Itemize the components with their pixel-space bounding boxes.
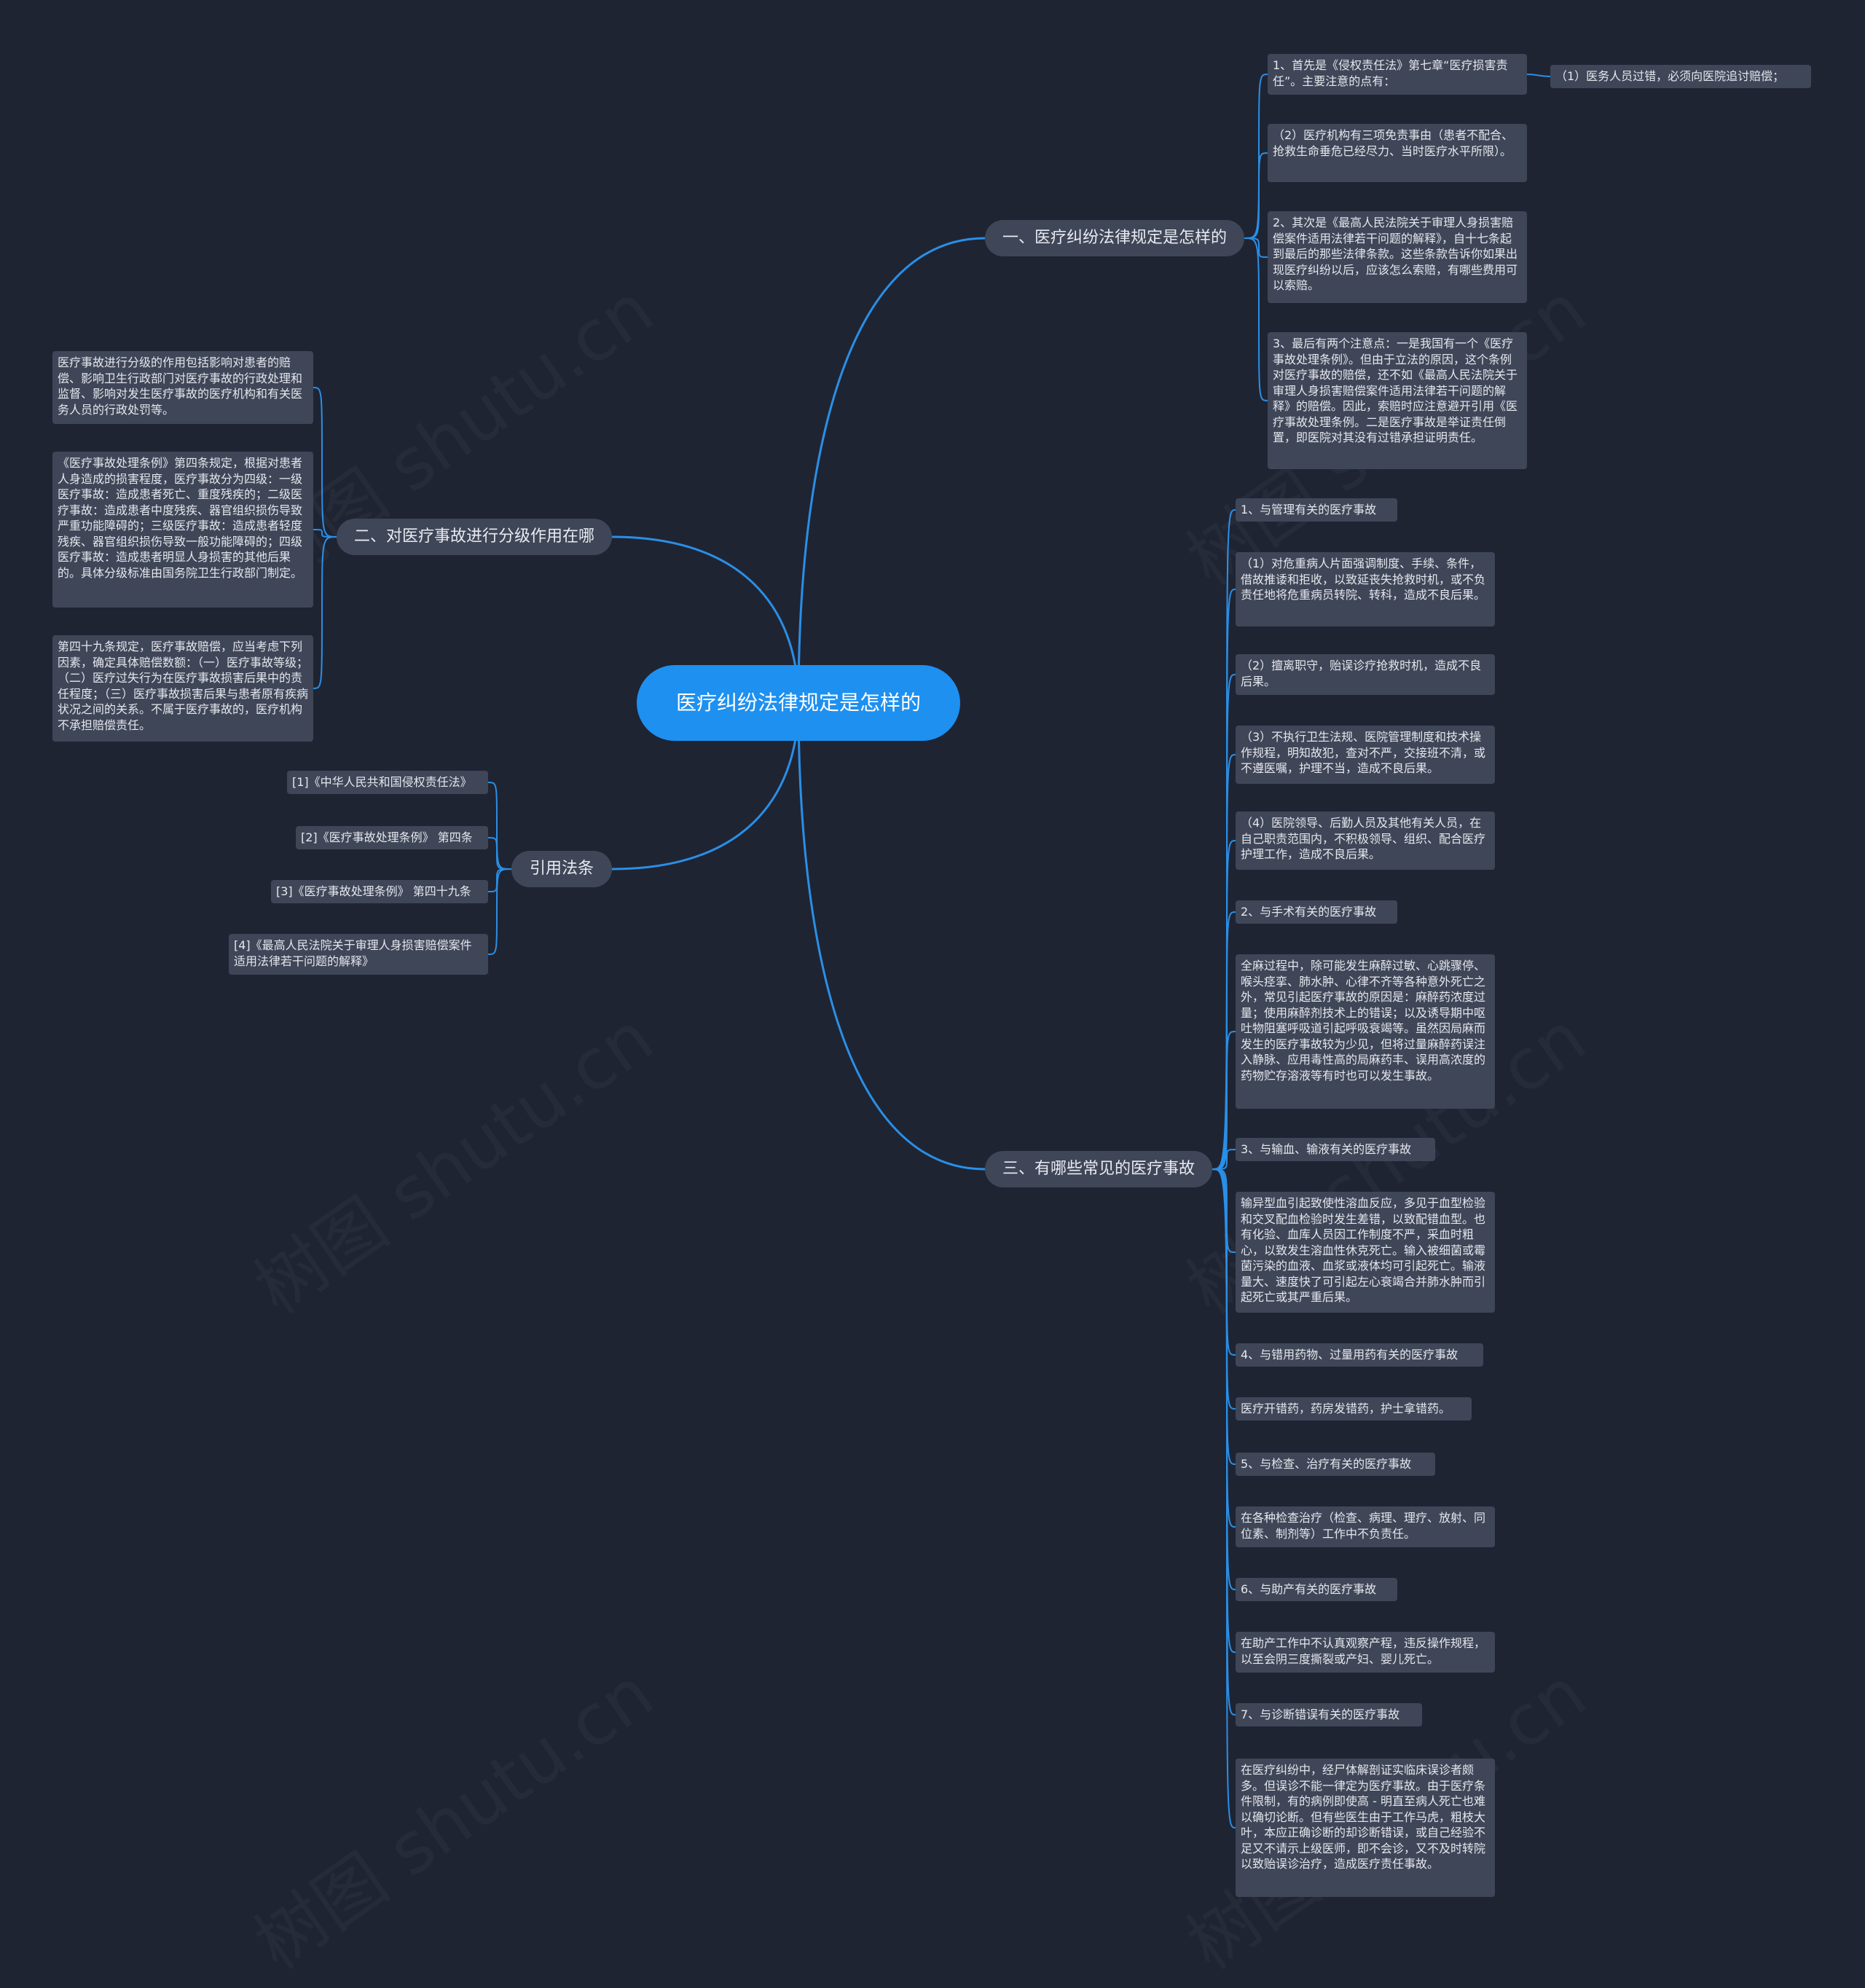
branch-legal-provisions[interactable]: 一、医疗纠纷法律规定是怎样的 xyxy=(985,220,1244,256)
leaf-node[interactable]: 在助产工作中不认真观察产程，违反操作规程，以至会阴三度撕裂或产妇、婴儿死亡。 xyxy=(1236,1632,1495,1673)
connector-line xyxy=(487,782,512,870)
leaf-node[interactable]: 第四十九条规定，医疗事故赔偿，应当考虑下列因素，确定具体赔偿数额：（一）医疗事故… xyxy=(52,635,313,742)
connector-line xyxy=(1244,74,1268,239)
leaf-node[interactable]: （4）医院领导、后勤人员及其他有关人员，在自己职责范围内，不积极领导、组织、配合… xyxy=(1236,812,1495,870)
leaf-node[interactable]: （3）不执行卫生法规、医院管理制度和技术操作规程，明知故犯，查对不严，交接班不清… xyxy=(1236,726,1495,784)
connector-line xyxy=(313,536,337,689)
connector-line xyxy=(1212,1168,1236,1528)
connector-line xyxy=(1212,1149,1236,1170)
connector-line xyxy=(1212,1168,1236,1653)
leaf-node[interactable]: 《医疗事故处理条例》第四条规定，根据对患者人身造成的损害程度，医疗事故分为四级：… xyxy=(52,452,313,608)
connector-line xyxy=(1212,1168,1236,1828)
branch-grading-role[interactable]: 二、对医疗事故进行分级作用在哪 xyxy=(337,519,612,555)
leaf-node[interactable]: 医疗开错药，药房发错药，护士拿错药。 xyxy=(1236,1397,1472,1421)
connector-line xyxy=(487,868,512,955)
connector-line xyxy=(313,529,337,538)
connector-line xyxy=(1212,1168,1236,1465)
connector-line xyxy=(1244,237,1268,401)
connector-line xyxy=(1212,509,1236,1170)
connector-line xyxy=(313,387,337,538)
leaf-node[interactable]: 在各种检查治疗（检查、病理、理疗、放射、同位素、制剂等）工作中不负责任。 xyxy=(1236,1506,1495,1547)
leaf-node[interactable]: 全麻过程中，除可能发生麻醉过敏、心跳骤停、喉头痉挛、肺水肿、心律不齐等各种意外死… xyxy=(1236,954,1495,1109)
leaf-node[interactable]: （1）医务人员过错，必须向医院追讨赔偿； xyxy=(1550,65,1811,88)
leaf-node[interactable]: （1）对危重病人片面强调制度、手续、条件，借故推诿和拒收，以致延丧失抢救时机，或… xyxy=(1236,552,1495,626)
leaf-node[interactable]: 3、最后有两个注意点：一是我国有一个《医疗事故处理条例》。但由于立法的原因，这个… xyxy=(1268,332,1527,469)
leaf-node[interactable]: （2）擅离职守，贻误诊疗抢救时机，造成不良后果。 xyxy=(1236,654,1495,695)
branch-common-accidents[interactable]: 三、有哪些常见的医疗事故 xyxy=(985,1151,1212,1187)
connector-line xyxy=(1212,754,1236,1170)
connector-line xyxy=(1212,840,1236,1170)
leaf-node[interactable]: [1]《中华人民共和国侵权责任法》 xyxy=(287,771,488,794)
leaf-node[interactable]: 1、首先是《侵权责任法》第七章“医疗损害责任”。主要注意的点有： xyxy=(1268,54,1527,95)
leaf-node[interactable]: 6、与助产有关的医疗事故 xyxy=(1236,1578,1397,1601)
leaf-node[interactable]: [3]《医疗事故处理条例》 第四十九条 xyxy=(271,880,488,903)
connector-line xyxy=(1212,911,1236,1170)
leaf-node[interactable]: 1、与管理有关的医疗事故 xyxy=(1236,498,1397,522)
leaf-node[interactable]: 7、与诊断错误有关的医疗事故 xyxy=(1236,1703,1422,1726)
connector-line xyxy=(1526,74,1551,77)
connector-line xyxy=(1244,152,1268,239)
leaf-node[interactable]: 医疗事故进行分级的作用包括影响对患者的赔偿、影响卫生行政部门对医疗事故的行政处理… xyxy=(52,351,313,424)
leaf-node[interactable]: [2]《医疗事故处理条例》 第四条 xyxy=(296,826,488,849)
leaf-node[interactable]: 4、与错用药物、过量用药有关的医疗事故 xyxy=(1236,1343,1483,1367)
leaf-node[interactable]: 在医疗纠纷中，经尸体解剖证实临床误诊者颇多。但误诊不能一律定为医疗事故。由于医疗… xyxy=(1236,1759,1495,1897)
leaf-node[interactable]: （2）医疗机构有三项免责事由（患者不配合、抢救生命垂危已经尽力、当时医疗水平所限… xyxy=(1268,124,1527,182)
connector-line xyxy=(487,837,512,870)
root-node[interactable]: 医疗纠纷法律规定是怎样的 xyxy=(637,665,960,741)
leaf-node[interactable]: 5、与检查、治疗有关的医疗事故 xyxy=(1236,1453,1435,1476)
branch-cited-laws[interactable]: 引用法条 xyxy=(511,851,612,887)
connector-line xyxy=(1212,1168,1236,1716)
connector-line xyxy=(1244,237,1268,258)
connector-line xyxy=(797,237,986,704)
leaf-node[interactable]: 2、其次是《最高人民法院关于审理人身损害赔偿案件适用法律若干问题的解释》，自十七… xyxy=(1268,211,1527,303)
leaf-node[interactable]: [4]《最高人民法院关于审理人身损害赔偿案件适用法律若干问题的解释》 xyxy=(229,934,488,975)
connector-line xyxy=(797,702,986,1171)
leaf-node[interactable]: 3、与输血、输液有关的医疗事故 xyxy=(1236,1138,1435,1161)
leaf-node[interactable]: 输异型血引起致使性溶血反应，多见于血型检验和交叉配血检验时发生差错，以致配错血型… xyxy=(1236,1192,1495,1313)
leaf-node[interactable]: 2、与手术有关的医疗事故 xyxy=(1236,900,1397,924)
connector-line xyxy=(1212,674,1236,1170)
connector-line xyxy=(1212,1168,1236,1410)
connector-line xyxy=(1212,1031,1236,1170)
